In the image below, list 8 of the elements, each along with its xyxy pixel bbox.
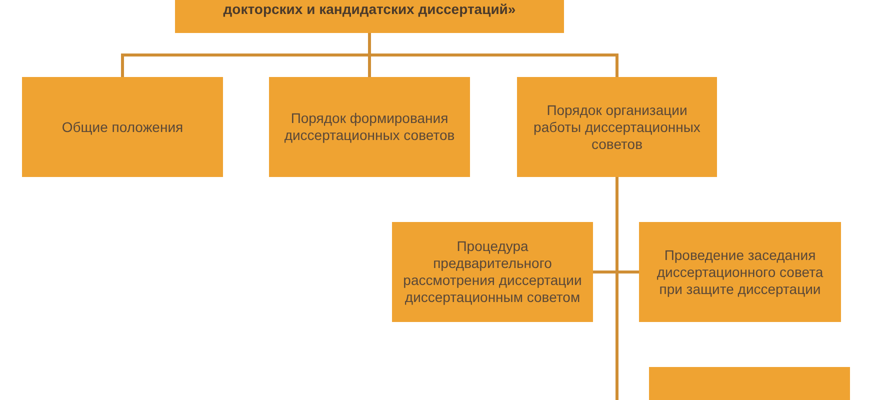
section-box: Порядок формирования диссертационных советов [269,77,470,177]
connector-line [368,33,618,77]
section-box: Проведение заседания диссертационного совета при защите диссертации [639,222,841,322]
header-box: докторских и кандидатских диссертаций» [175,0,564,33]
section-box: Общие положения [22,77,223,177]
section-box: Процедура предварительного рассмотрения диссертации диссертационным советом [392,222,593,322]
section-box: Порядок организации работы диссертационных советов [517,77,717,177]
empty-box [649,367,850,400]
